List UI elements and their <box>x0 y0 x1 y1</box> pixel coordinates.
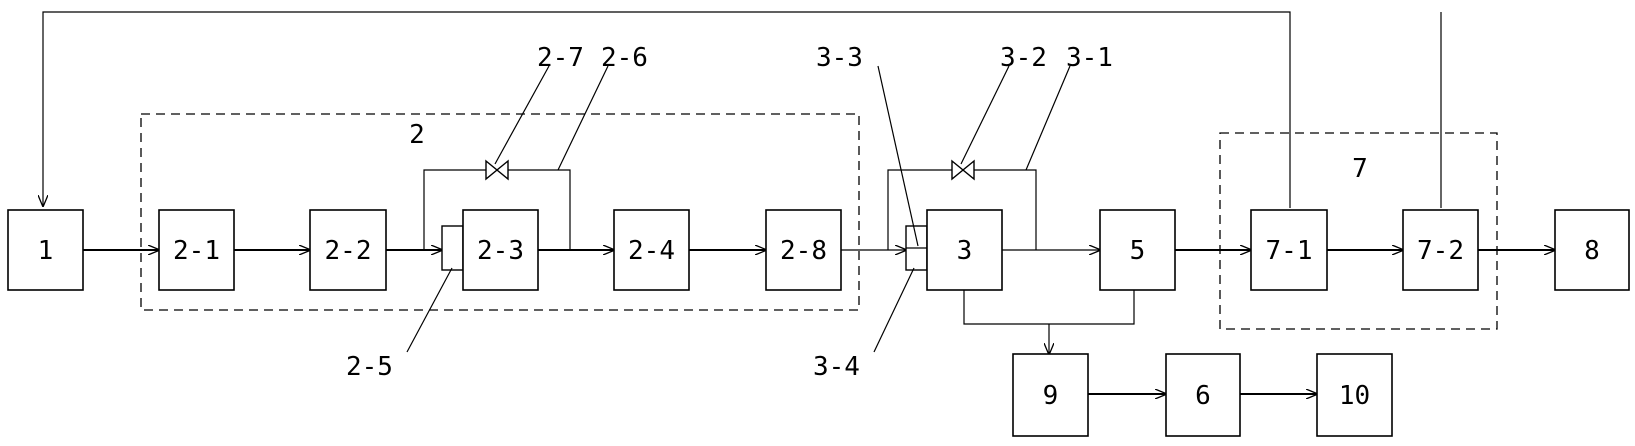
svg-text:8: 8 <box>1584 236 1600 266</box>
group-2-boundary <box>140 113 860 311</box>
callout-3-4: 3-4 <box>813 352 860 382</box>
svg-text:10: 10 <box>1339 381 1370 411</box>
box-2-3: 2-3 <box>462 209 539 291</box>
box-3: 3 <box>926 209 1003 291</box>
valve-3-2 <box>951 159 975 181</box>
callout-3-3: 3-3 <box>816 43 863 73</box>
svg-text:6: 6 <box>1195 381 1211 411</box>
box-5: 5 <box>1099 209 1176 291</box>
group-2-label: 2 <box>409 120 425 150</box>
box-7-2: 7-2 <box>1402 209 1479 291</box>
box-10: 10 <box>1316 353 1393 437</box>
svg-text:2-8: 2-8 <box>780 236 827 266</box>
group-7-label: 7 <box>1352 154 1368 184</box>
svg-text:2-4: 2-4 <box>628 236 675 266</box>
box-2-2: 2-2 <box>309 209 387 291</box>
box-6: 6 <box>1165 353 1241 437</box>
box-2-4: 2-4 <box>613 209 690 291</box>
group-7-boundary <box>1219 132 1498 330</box>
callout-2-5: 2-5 <box>346 352 393 382</box>
box-9: 9 <box>1012 353 1089 437</box>
leader-3-3 <box>877 65 919 247</box>
callout-2-7: 2-7 <box>537 43 584 73</box>
callout-2-6: 2-6 <box>601 43 648 73</box>
component-2-5 <box>441 225 464 271</box>
box-2-1: 2-1 <box>158 209 235 291</box>
feedback-line <box>43 11 1291 208</box>
svg-text:2-3: 2-3 <box>477 236 524 266</box>
leader-3-4 <box>873 267 915 353</box>
valve-2-7 <box>485 159 509 181</box>
box-8: 8 <box>1554 209 1630 291</box>
svg-text:2-1: 2-1 <box>173 236 220 266</box>
leader-2-6 <box>557 65 609 171</box>
callout-3-1: 3-1 <box>1066 43 1113 73</box>
box-7-1: 7-1 <box>1250 209 1328 291</box>
leader-3-1 <box>1025 65 1071 171</box>
box-1: 1 <box>7 209 84 291</box>
leader-2-7 <box>494 65 550 165</box>
leader-3-2 <box>960 65 1010 165</box>
leader-2-5 <box>406 267 453 353</box>
svg-text:7-2: 7-2 <box>1417 236 1464 266</box>
callout-3-2: 3-2 <box>1000 43 1047 73</box>
svg-text:9: 9 <box>1043 381 1059 411</box>
svg-text:7-1: 7-1 <box>1266 236 1313 266</box>
line-3-to-9 <box>963 288 1135 325</box>
svg-text:1: 1 <box>38 236 54 266</box>
svg-text:5: 5 <box>1130 236 1146 266</box>
svg-text:2-2: 2-2 <box>325 236 372 266</box>
svg-text:3: 3 <box>957 236 973 266</box>
box-2-8: 2-8 <box>765 209 842 291</box>
